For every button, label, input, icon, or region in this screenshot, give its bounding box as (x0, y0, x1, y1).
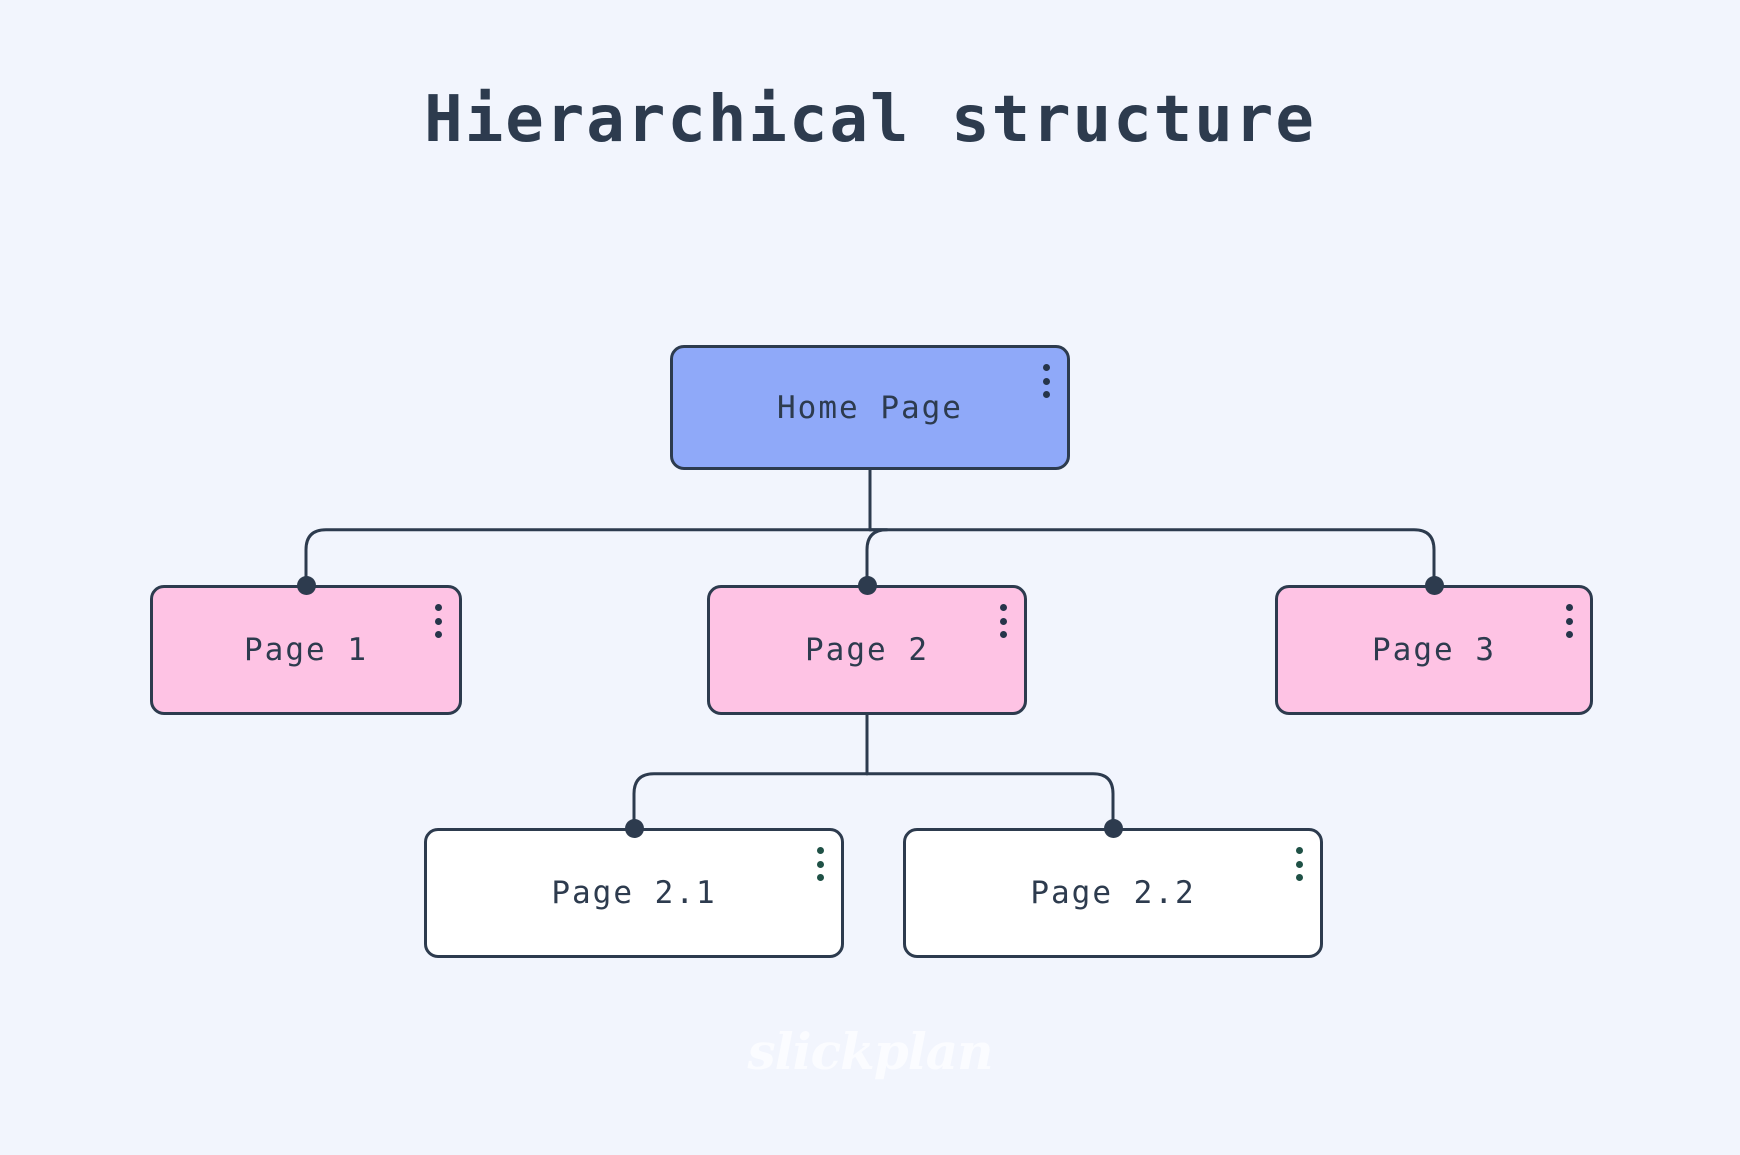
menu-dot (1295, 860, 1303, 868)
menu-dot (816, 847, 824, 854)
menu-dot (816, 874, 824, 881)
three-dots-vertical-icon[interactable] (1565, 604, 1573, 638)
connector-anchor-page21 (624, 818, 644, 838)
menu-dot (434, 617, 442, 625)
node-page1[interactable]: Page 1 (150, 585, 462, 715)
connector-anchor-page2 (857, 575, 877, 595)
node-label: Page 3 (1372, 632, 1496, 668)
menu-dot (1565, 604, 1573, 611)
menu-dot (1042, 364, 1050, 371)
menu-dot (999, 631, 1007, 638)
connector-home-to-page1 (304, 528, 872, 587)
page-title: Hierarchical structure (424, 83, 1316, 157)
menu-dot (1295, 847, 1303, 854)
connector-anchor-page3 (1424, 575, 1444, 595)
menu-dot (1042, 377, 1050, 385)
menu-dot (816, 860, 824, 868)
menu-dot (999, 604, 1007, 611)
connector-anchor-page1 (296, 575, 316, 595)
node-label: Page 2.1 (551, 875, 717, 911)
menu-dot (1042, 391, 1050, 398)
three-dots-vertical-icon[interactable] (434, 604, 442, 638)
menu-dot (999, 617, 1007, 625)
node-label: Page 1 (244, 632, 368, 668)
node-label: Page 2 (805, 632, 929, 668)
node-label: Home Page (777, 389, 963, 426)
slickplan-watermark: slickplan (747, 1022, 994, 1081)
node-page21[interactable]: Page 2.1 (424, 828, 844, 958)
node-label: Page 2.2 (1030, 875, 1196, 911)
node-home[interactable]: Home Page (670, 345, 1070, 470)
three-dots-vertical-icon[interactable] (1295, 847, 1303, 881)
three-dots-vertical-icon[interactable] (1042, 364, 1050, 398)
connector-anchor-page22 (1103, 818, 1123, 838)
menu-dot (1565, 631, 1573, 638)
node-page2[interactable]: Page 2 (707, 585, 1027, 715)
three-dots-vertical-icon[interactable] (999, 604, 1007, 638)
connector-home-to-page3 (868, 528, 1436, 587)
menu-dot (434, 604, 442, 611)
menu-dot (1565, 617, 1573, 625)
connector-page2-to-page21 (632, 772, 869, 830)
three-dots-vertical-icon[interactable] (816, 847, 824, 881)
menu-dot (434, 631, 442, 638)
node-page22[interactable]: Page 2.2 (903, 828, 1323, 958)
menu-dot (1295, 874, 1303, 881)
connector-page2-to-page22 (865, 772, 1115, 830)
node-page3[interactable]: Page 3 (1275, 585, 1593, 715)
